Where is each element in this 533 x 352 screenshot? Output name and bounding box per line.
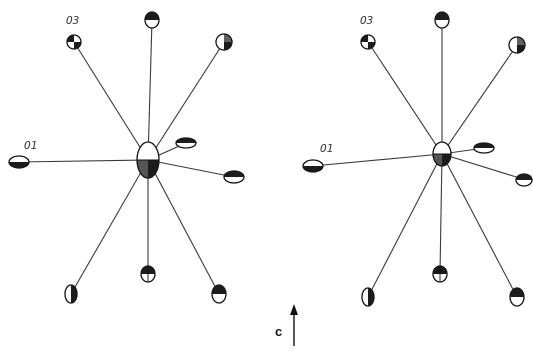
left-structure-view: O3 O1 <box>8 11 245 304</box>
right-atom-mid-right-lower <box>515 173 533 187</box>
left-atom-o3 <box>66 34 82 50</box>
left-atom-bottom-right <box>211 284 227 304</box>
right-bond-8 <box>367 153 443 298</box>
left-atom-mid-right-lower <box>223 170 245 184</box>
c-axis-arrow-head <box>290 304 298 315</box>
left-label-o3: O3 <box>66 14 79 27</box>
left-bonds <box>18 19 235 295</box>
left-bond-9 <box>18 159 149 163</box>
left-atom-top <box>144 11 160 29</box>
left-atom-mid-right-upper <box>175 137 197 149</box>
left-bond-6 <box>147 159 220 295</box>
left-central-atom <box>136 141 160 179</box>
left-atom-bottom <box>140 265 156 283</box>
right-bond-6 <box>441 153 518 298</box>
right-bond-9 <box>312 153 443 167</box>
right-label-o3: O3 <box>360 14 373 27</box>
c-axis-indicator: c <box>275 304 298 346</box>
right-atom-mid-right-upper <box>473 142 495 154</box>
right-structure-view: O3 O1 <box>302 11 533 307</box>
right-atom-o1 <box>302 159 324 173</box>
left-atom-bottom-left <box>64 284 78 304</box>
left-bond-3 <box>147 41 225 161</box>
c-axis-label: c <box>275 324 282 339</box>
right-atom-bottom-right <box>509 287 525 307</box>
right-atom-top-right <box>508 36 526 54</box>
right-atom-bottom-left <box>361 287 375 307</box>
right-bond-3 <box>441 44 518 155</box>
right-label-o1: O1 <box>320 142 333 155</box>
right-bond-7 <box>439 153 443 275</box>
left-atom-o1 <box>8 155 30 169</box>
left-bond-1 <box>73 41 149 161</box>
right-atom-o3 <box>360 34 376 50</box>
right-bonds <box>312 20 527 298</box>
left-atom-top-right <box>215 33 233 51</box>
left-label-o1: O1 <box>24 139 37 152</box>
right-bond-1 <box>367 41 443 155</box>
left-bond-8 <box>70 159 149 295</box>
left-bond-2 <box>147 19 153 161</box>
right-bond-5 <box>441 153 527 181</box>
right-atom-top <box>434 11 450 29</box>
left-bond-5 <box>147 159 235 178</box>
right-central-atom <box>432 141 452 167</box>
right-atom-bottom <box>432 265 448 283</box>
